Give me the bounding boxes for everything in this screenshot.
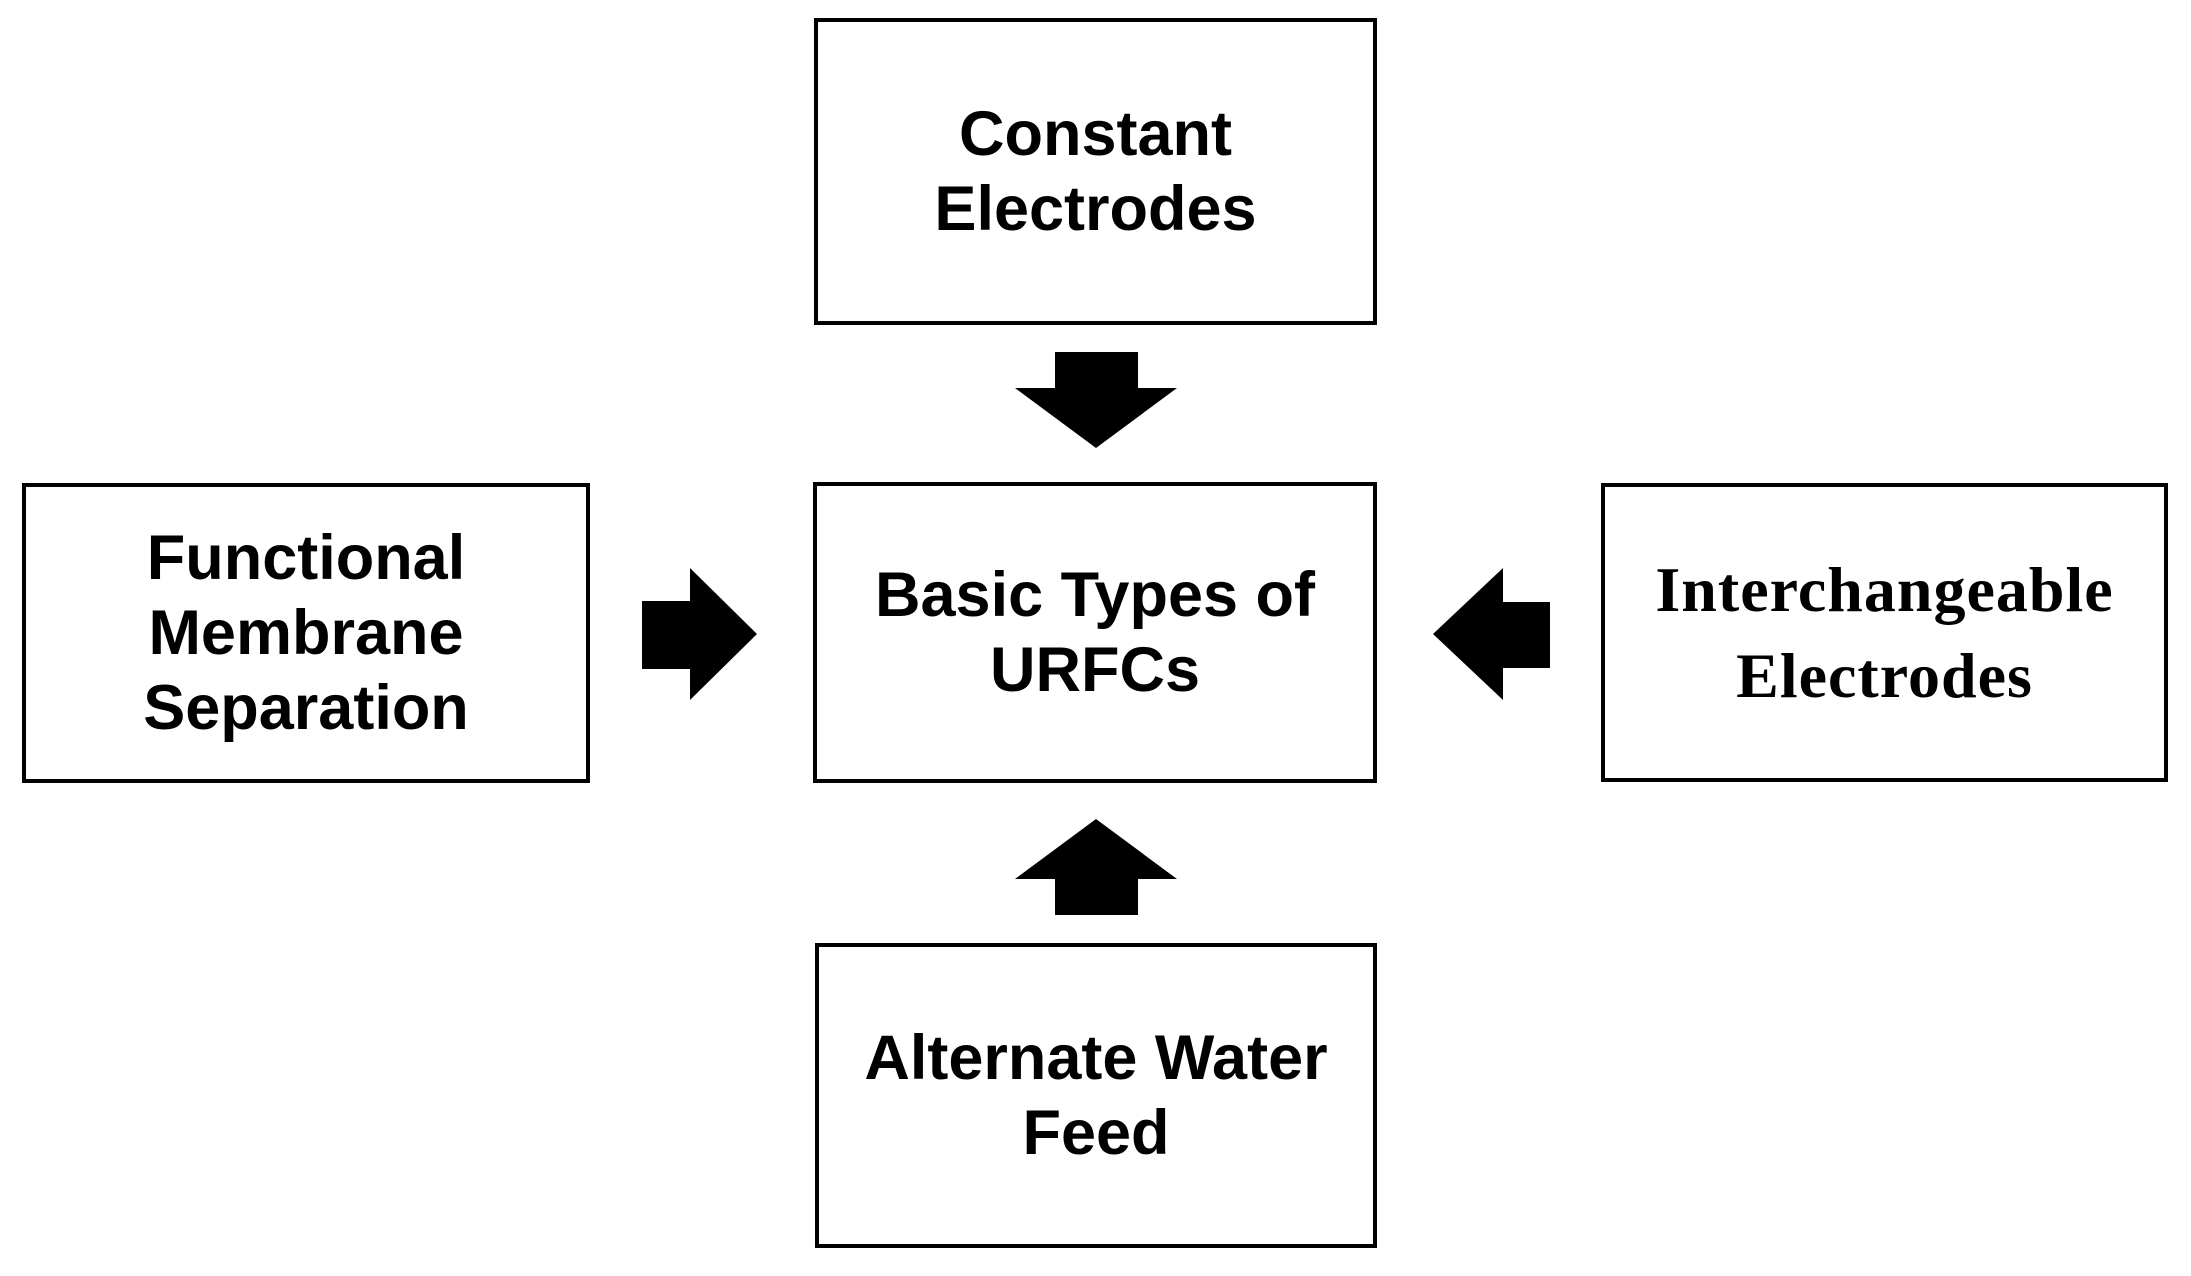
node-basic-types-of-urfcs: Basic Types of URFCs: [813, 482, 1377, 783]
node-alternate-water-feed-label: Alternate Water Feed: [864, 1022, 1328, 1168]
arrow-up-icon: [1015, 819, 1177, 915]
node-alternate-water-feed: Alternate Water Feed: [815, 943, 1377, 1248]
node-interchangeable-electrodes: Interchangeable Electrodes: [1601, 483, 2168, 782]
arrow-down-icon: [1015, 352, 1177, 448]
arrow-right-icon: [642, 568, 757, 700]
node-functional-membrane-separation-label: Functional Membrane Separation: [143, 522, 469, 743]
node-constant-electrodes-label: Constant Electrodes: [934, 98, 1257, 244]
node-functional-membrane-separation: Functional Membrane Separation: [22, 483, 590, 783]
node-constant-electrodes: Constant Electrodes: [814, 18, 1377, 325]
node-interchangeable-electrodes-label: Interchangeable Electrodes: [1655, 553, 2114, 711]
node-basic-types-of-urfcs-label: Basic Types of URFCs: [875, 559, 1315, 705]
arrow-left-icon: [1433, 568, 1550, 700]
